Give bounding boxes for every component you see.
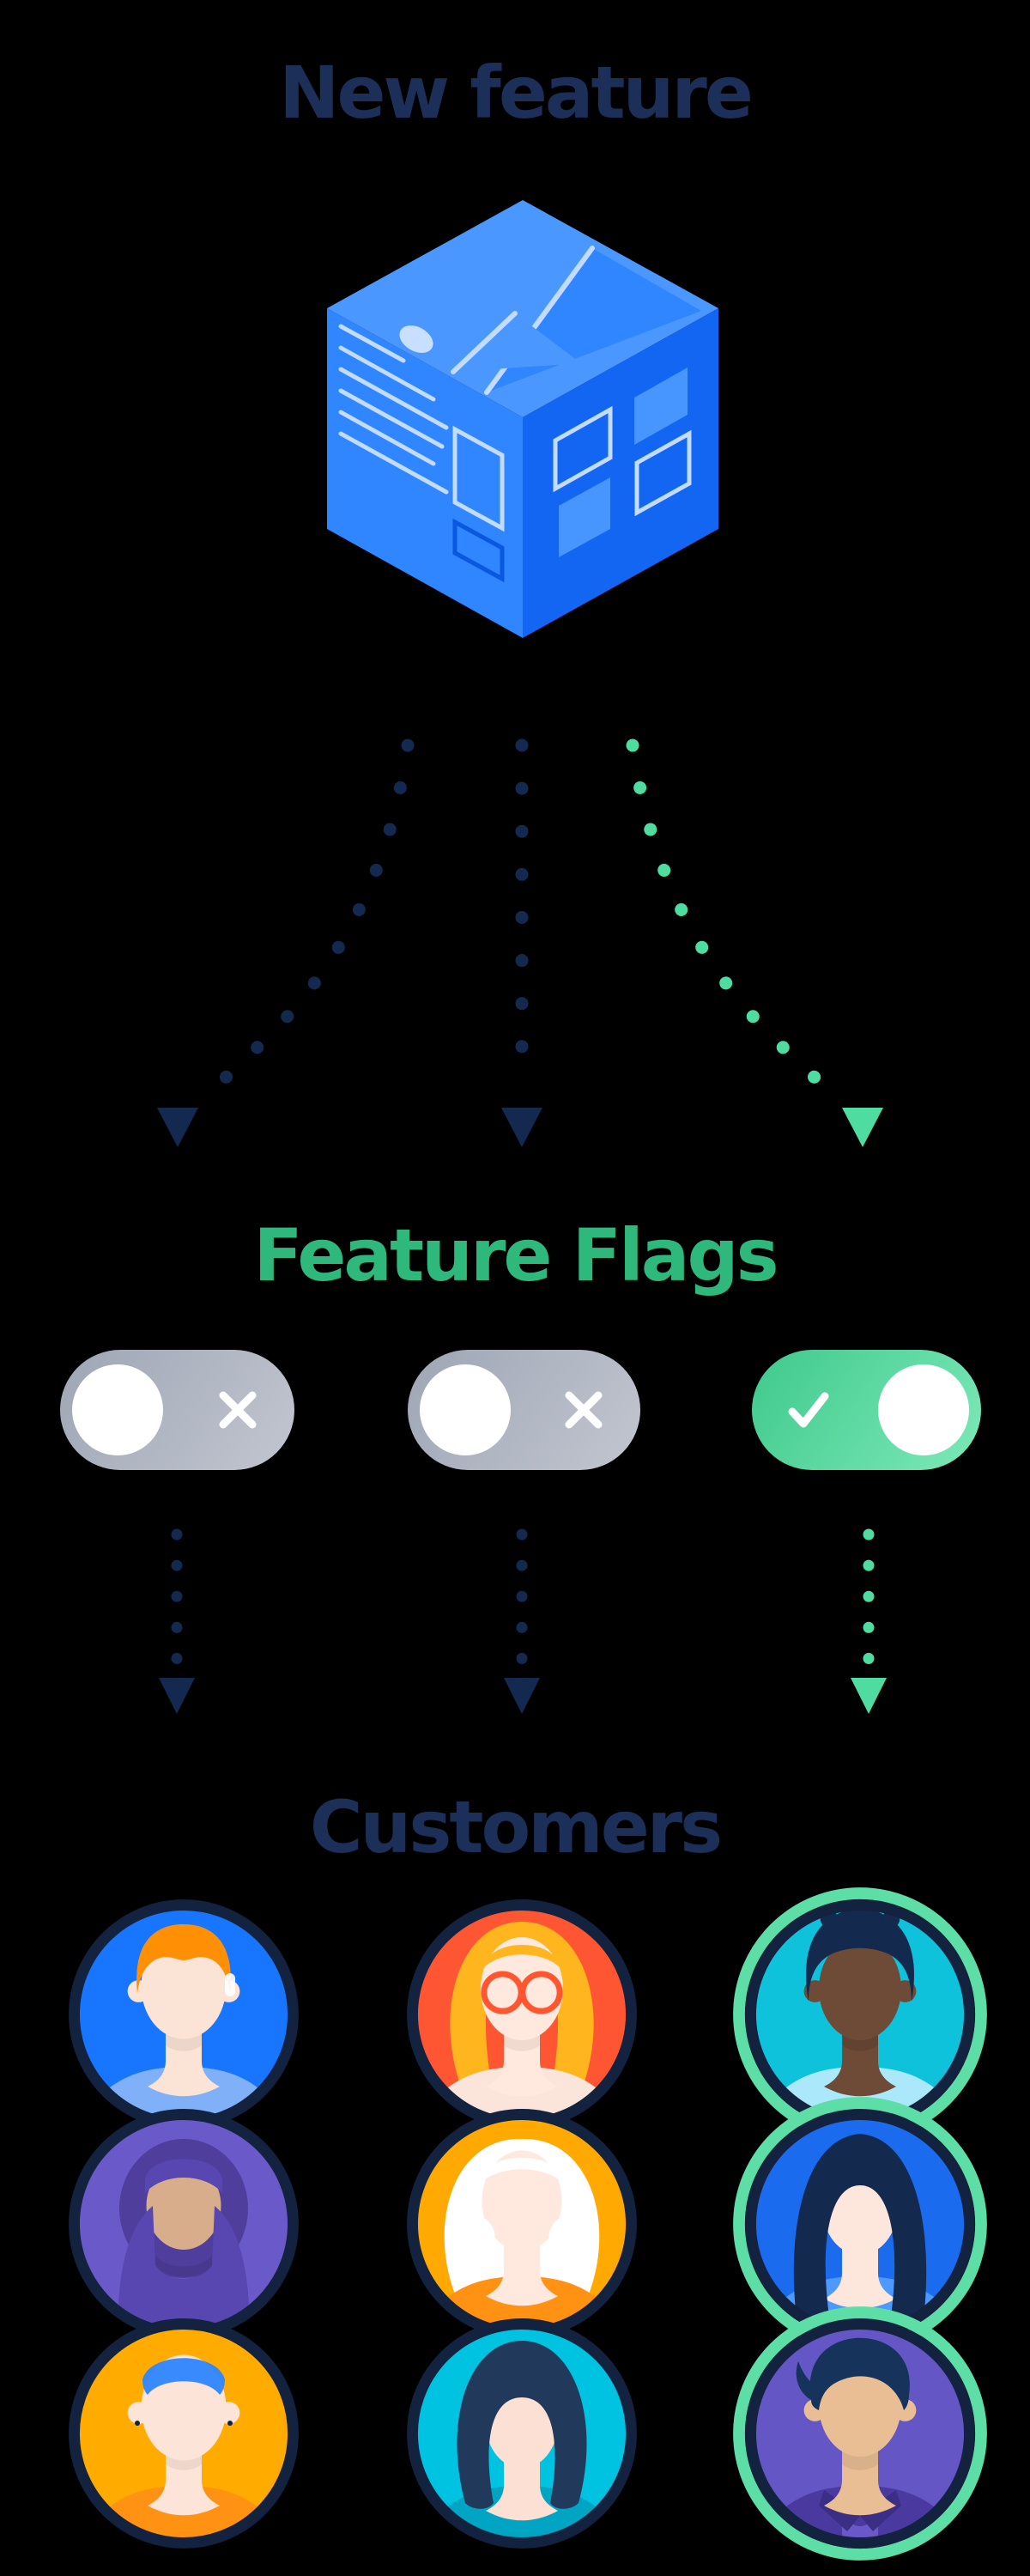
feature-flag-toggle-off-1[interactable] bbox=[60, 1350, 294, 1470]
hair-fringe bbox=[481, 2157, 563, 2183]
avatar-ring bbox=[69, 2318, 299, 2549]
hijab-drape bbox=[118, 2206, 250, 2334]
check-icon bbox=[788, 1392, 829, 1428]
hair bbox=[136, 1924, 231, 1994]
arrow-cube-to-flag1 bbox=[199, 738, 415, 1103]
hair bbox=[793, 2134, 927, 2334]
feature-flags-title: Feature Flags bbox=[253, 1213, 779, 1297]
feature-flag-toggle-on[interactable] bbox=[752, 1350, 981, 1470]
arrowhead-flag1 bbox=[157, 1108, 198, 1147]
glasses-icon bbox=[481, 1971, 563, 2014]
hair-fringe bbox=[483, 1945, 560, 1968]
cube-text-lines bbox=[338, 324, 449, 495]
avatar-woman-navy-bob bbox=[407, 2318, 637, 2549]
x-icon bbox=[565, 1391, 603, 1429]
hair bbox=[806, 1909, 914, 2002]
cube-top-face bbox=[327, 200, 718, 417]
cube-dot-detail bbox=[399, 325, 433, 353]
cube-tile-fill-1 bbox=[634, 368, 688, 445]
arrowhead-flag2 bbox=[501, 1108, 542, 1147]
highlight-ring bbox=[733, 2306, 987, 2561]
new-feature-title: New feature bbox=[279, 51, 754, 135]
cube-tile-outline-1 bbox=[553, 405, 613, 493]
avatar-man-side-swept bbox=[733, 2306, 987, 2561]
toggle-knob bbox=[72, 1364, 163, 1455]
hair-flick bbox=[796, 2361, 819, 2400]
arrow-cube-to-flag3 bbox=[626, 738, 841, 1103]
hair bbox=[142, 2358, 225, 2395]
avatar-woman-purple-hijab bbox=[69, 2109, 299, 2339]
avatar-ring bbox=[745, 2318, 975, 2549]
arrowhead-flag3 bbox=[842, 1108, 883, 1147]
hijab-band bbox=[145, 2159, 222, 2193]
cube-tile-fill-2 bbox=[559, 477, 610, 557]
new-feature-cube-illustration bbox=[327, 200, 718, 638]
cube-tile-outline-2 bbox=[634, 429, 692, 517]
avatar-elder-woman-white-hair bbox=[407, 2109, 637, 2339]
arrowhead-customers2 bbox=[504, 1678, 540, 1714]
earring bbox=[135, 2421, 140, 2426]
hair bbox=[457, 2341, 587, 2509]
mountain-image-icon bbox=[451, 246, 701, 395]
hearing-aid bbox=[225, 1973, 235, 1996]
cube-button-outline bbox=[452, 518, 505, 583]
hair bbox=[809, 2337, 910, 2410]
customers-title: Customers bbox=[309, 1785, 723, 1869]
x-icon bbox=[219, 1391, 257, 1429]
feature-flag-toggle-off-2[interactable] bbox=[408, 1350, 640, 1470]
toggle-knob bbox=[878, 1364, 969, 1455]
cube-card-outline bbox=[452, 425, 505, 532]
avatar-man-orange-hair bbox=[69, 1899, 299, 2129]
earring bbox=[227, 2421, 233, 2426]
arrowhead-customers1 bbox=[159, 1678, 195, 1714]
avatar-man-blue-buzzcut bbox=[69, 2318, 299, 2549]
avatar-ring bbox=[407, 2318, 637, 2549]
toggle-knob bbox=[420, 1364, 511, 1455]
placket bbox=[842, 2500, 878, 2543]
arrowhead-customers3 bbox=[851, 1678, 887, 1714]
hair-part bbox=[834, 2154, 886, 2172]
